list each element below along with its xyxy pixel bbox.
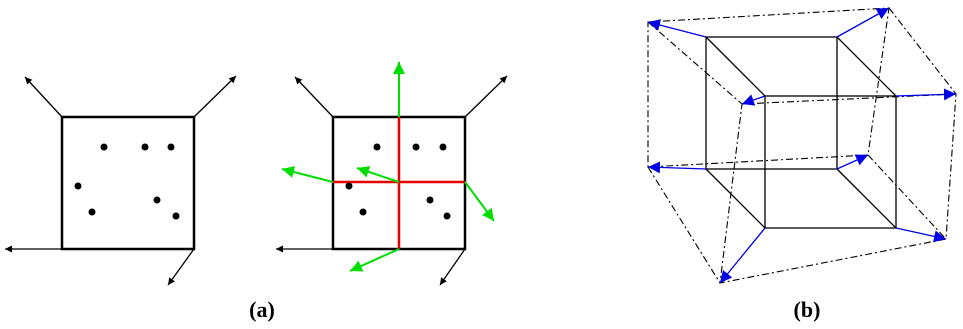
corner-vector-top-left — [24, 76, 63, 118]
child-vector-left — [281, 166, 334, 183]
data-point — [426, 196, 434, 204]
panel-b-cube — [647, 7, 957, 284]
data-point — [373, 143, 381, 151]
data-point — [359, 208, 367, 216]
child-vector-right — [464, 181, 495, 222]
data-point — [439, 143, 447, 151]
corner-vectors — [276, 75, 508, 286]
inner-cube-front-face — [705, 36, 838, 170]
projection-vector — [895, 227, 947, 243]
child-vector-down — [349, 248, 400, 272]
data-point — [412, 143, 420, 151]
data-point — [141, 143, 149, 151]
caption-a: (a) — [249, 297, 275, 322]
data-point — [88, 208, 96, 216]
data-points — [345, 143, 451, 220]
data-point — [443, 212, 451, 220]
inner-cube-edge — [705, 168, 766, 229]
projection-vectors — [647, 7, 957, 284]
projection-vector — [836, 154, 869, 170]
projection-vector — [719, 227, 766, 284]
split-lines — [333, 117, 465, 249]
child-vectors — [281, 62, 495, 272]
projection-vector — [647, 161, 707, 174]
child-vector-center — [356, 166, 400, 183]
caption-b: (b) — [794, 297, 821, 322]
data-point — [345, 182, 353, 190]
outer-back-face — [719, 93, 957, 284]
projection-vector — [647, 19, 707, 38]
data-point — [74, 182, 82, 190]
data-point — [167, 143, 175, 151]
projection-vector — [836, 7, 890, 38]
panel-a-right — [276, 62, 508, 286]
data-points — [74, 143, 180, 220]
inner-cube-edge — [836, 168, 897, 229]
inner-cube-edge — [836, 36, 897, 97]
outer-hull — [647, 7, 957, 284]
inner-cube — [705, 36, 897, 229]
corner-vector-top-left — [294, 76, 334, 118]
inner-cube-back-face — [764, 95, 897, 229]
outer-edge — [647, 21, 743, 105]
corner-vector-top-right — [193, 75, 237, 118]
corner-vectors — [5, 75, 237, 286]
data-point — [100, 143, 108, 151]
corner-vector-bottom-right — [167, 248, 195, 286]
data-point — [153, 196, 161, 204]
corner-vector-bottom-right — [439, 248, 466, 286]
projection-vector — [895, 88, 957, 101]
panel-a-left — [5, 75, 237, 286]
corner-vector-top-right — [464, 75, 508, 118]
outer-edge — [888, 7, 957, 95]
square-outline — [60, 115, 196, 251]
outer-front-face — [647, 7, 890, 168]
data-point — [172, 212, 180, 220]
inner-cube-edge — [705, 36, 766, 97]
outer-edge — [647, 166, 721, 284]
projection-vector — [741, 94, 766, 106]
outer-edge — [867, 154, 947, 240]
